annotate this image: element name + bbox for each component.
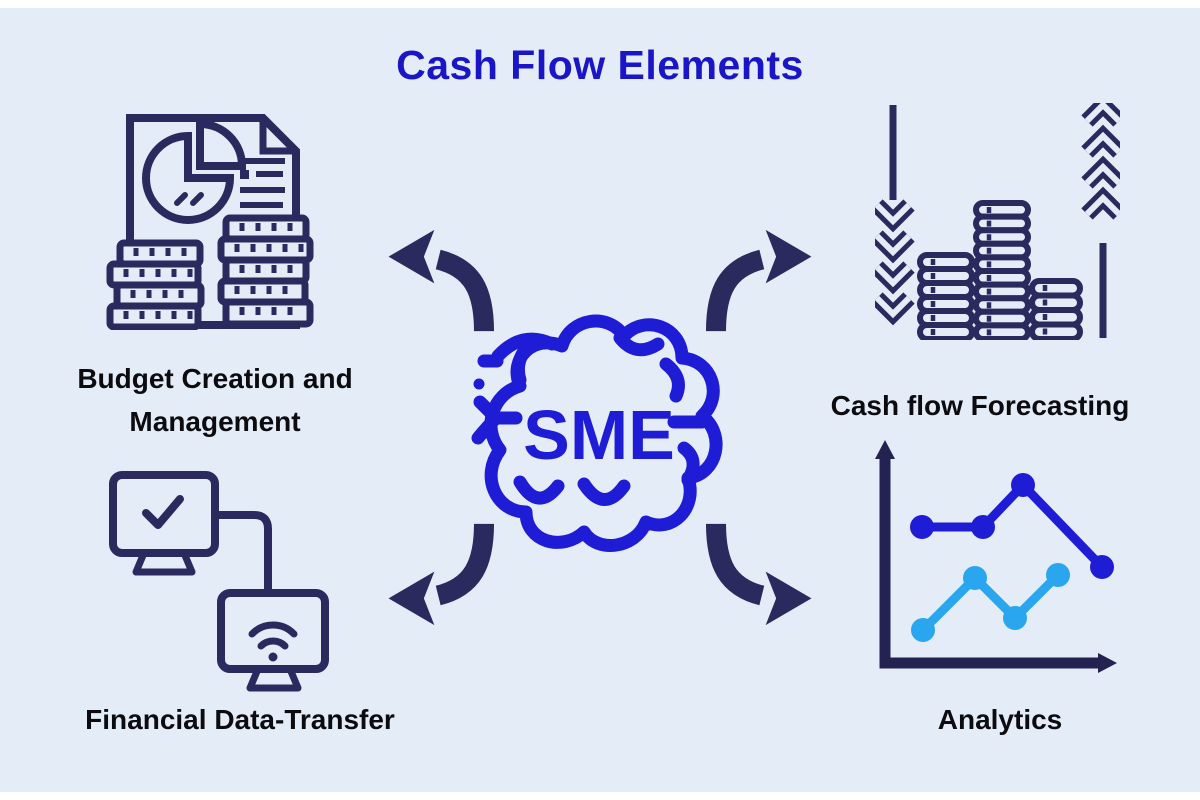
brain-fold — [577, 477, 631, 506]
center-label: SME — [523, 396, 675, 474]
brain-fold — [513, 475, 565, 505]
checkmark-glyph — [142, 495, 184, 529]
arrow-to-budget — [383, 228, 501, 333]
brain-fold — [491, 332, 559, 363]
pie-chart-glyph — [142, 119, 247, 224]
down-trend-arrow — [875, 105, 915, 326]
up-trend-arrow — [1081, 103, 1120, 338]
connection-line — [215, 511, 272, 593]
node-label-transfer: Financial Data-Transfer — [85, 704, 395, 735]
brain-spark-dot — [473, 378, 485, 390]
brain-fold — [471, 395, 523, 445]
node-label-analytics: Analytics — [937, 704, 1063, 735]
budget-report-coins-icon — [106, 114, 314, 330]
coin-stack-left — [106, 239, 205, 330]
page-title: Cash Flow Elements — [396, 42, 804, 88]
top-frame-bar — [0, 0, 1200, 8]
bottom-frame-bar — [0, 792, 1200, 800]
arrow-to-transfer — [383, 522, 501, 627]
series-dark-blue — [910, 473, 1114, 579]
brain-fold — [677, 441, 700, 487]
coin-stack-right — [217, 214, 314, 328]
brain-fold — [511, 337, 537, 387]
brain-icon: SME — [471, 314, 723, 552]
node-label-budget: Budget Creation and Management — [77, 363, 353, 438]
document-text-lines — [240, 158, 285, 208]
series-light-blue — [911, 563, 1070, 642]
wifi-glyph — [248, 621, 298, 650]
arrow-to-forecasting — [699, 228, 817, 333]
connected-monitors-icon — [109, 471, 329, 692]
coin-stacks-trend-arrows-icon — [875, 103, 1120, 340]
chart-axes — [875, 440, 1117, 673]
brain-fold — [659, 357, 685, 403]
line-chart-icon — [875, 440, 1117, 673]
node-label-forecasting: Cash flow Forecasting — [830, 390, 1130, 421]
arrow-to-analytics — [699, 522, 817, 627]
coin-stacks — [917, 200, 1083, 340]
brain-fold — [613, 331, 665, 357]
